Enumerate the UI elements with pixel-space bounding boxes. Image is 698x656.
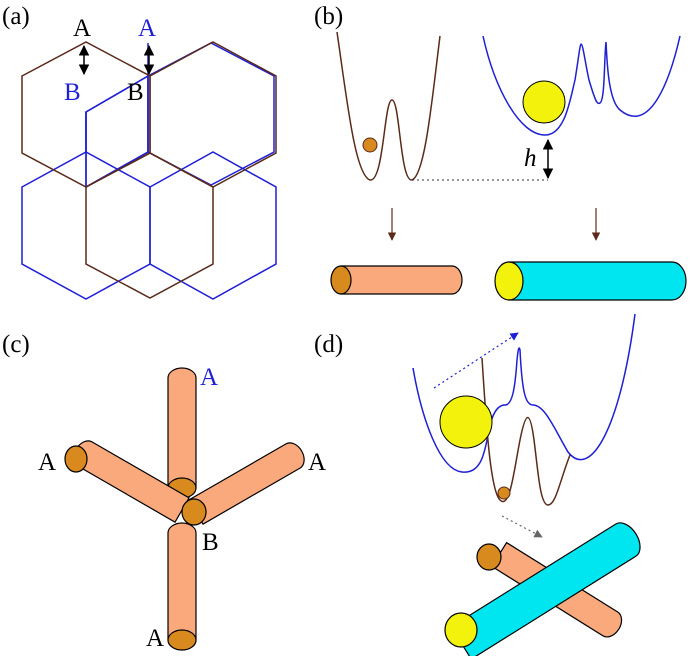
dotted-arrow-grey [501,515,543,538]
label-B-black: B [127,79,144,106]
panel-b-label: (b) [314,3,343,30]
cyan-rod-d [450,522,641,656]
label-A-black: A [73,15,91,42]
panel-d: (d) [314,313,641,656]
orange-rod-cap [330,265,352,295]
brown-hexagon [85,152,214,299]
rod-top [167,367,197,499]
panel-c: (c) A A A B A [2,331,326,652]
blue-hexagon [85,74,149,189]
label-A-blue: A [138,15,156,42]
small-orange-ball [362,137,378,153]
rod-right-center-cap [181,498,207,526]
blue-potential [482,35,681,136]
rod-right [188,442,305,525]
yellow-ball-d [439,395,493,449]
panel-b: (b) h [314,3,687,301]
panel-a-label: (a) [2,3,30,30]
brown-honeycomb [21,41,277,299]
blue-potential-d [412,313,636,473]
cyan-rod [494,261,687,301]
label-A-left: A [38,449,56,476]
blue-hexagon [149,151,277,300]
brown-hexagon [149,41,277,188]
brown-double-well-d [481,357,571,506]
cyan-rod-cap [494,261,524,301]
orange-rod-d-cap [476,543,502,571]
blue-honeycomb [21,42,277,300]
rod-left-end-cap [64,445,88,473]
label-A-top: A [200,364,218,391]
small-orange-ball-d [497,486,511,500]
brown-double-well [336,31,441,181]
panel-a: (a) A A B B [2,3,277,300]
label-A-bottom: A [146,625,164,652]
panel-d-label: (d) [314,331,343,358]
label-B-blue: B [64,79,81,106]
orange-rod [330,265,463,295]
label-B-center: B [202,529,219,556]
panel-c-label: (c) [2,331,30,358]
cyan-rod-d-cap [444,612,478,648]
rod-bottom [167,522,197,651]
label-A-right: A [308,449,326,476]
yellow-ball [522,80,566,124]
h-label: h [524,145,537,172]
dotted-arrow-blue [433,332,519,389]
